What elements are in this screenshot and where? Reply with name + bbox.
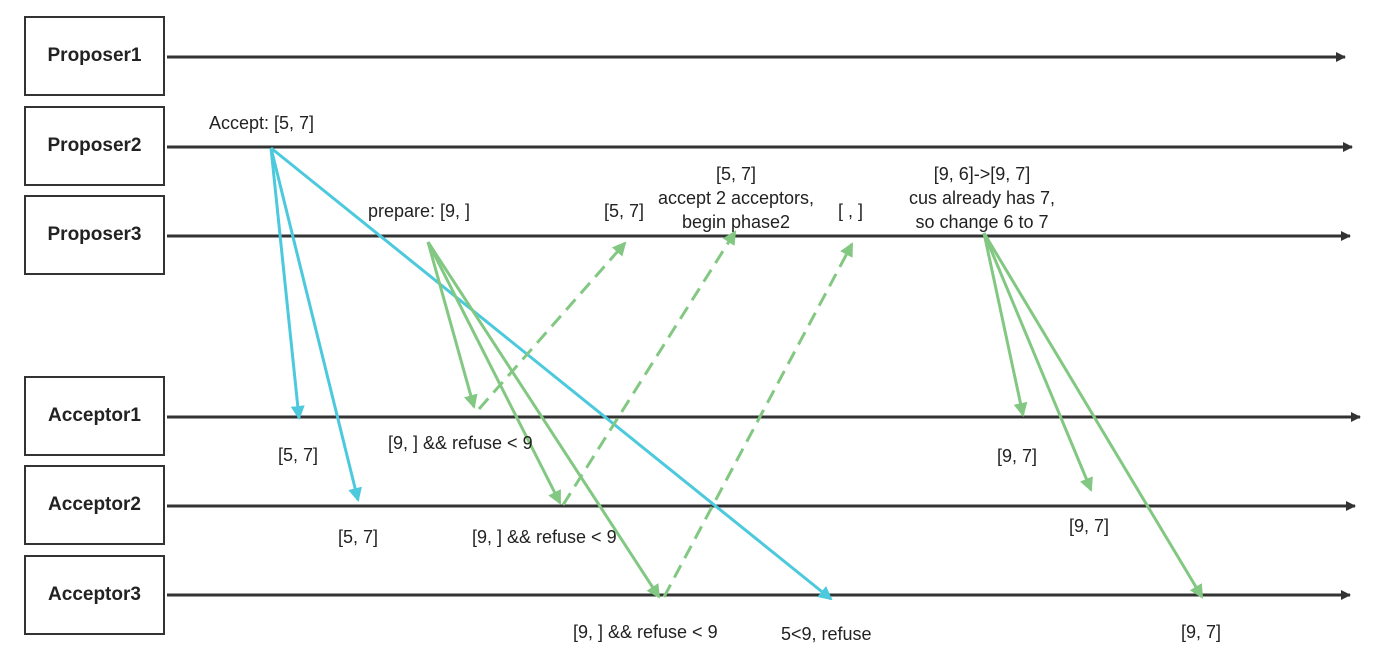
actor-acceptor2: Acceptor2 [24,465,165,545]
actor-proposer1: Proposer1 [24,16,165,96]
proposer3-reply1-label: [5, 7] [604,201,645,221]
phase2-arrow-to-acceptor3 [982,232,1204,599]
accept-arrow-to-acceptor2 [269,147,362,502]
actor-proposer3: Proposer3 [24,195,165,275]
acceptor1-accept-label: [5, 7] [278,445,319,465]
prepare-arrow-to-acceptor2 [426,241,562,505]
actor-acceptor3: Acceptor3 [24,555,165,635]
response-arrow-acceptor1 [477,241,627,410]
acceptor2-prepare-label: [9, ] && refuse < 9 [472,527,617,547]
acceptor2-accept-label: [5, 7] [338,527,379,547]
actor-proposer2: Proposer2 [24,106,165,186]
proposer3-reply2-label-line3: begin phase2 [681,212,791,232]
response-arrow-acceptor3 [662,242,854,598]
phase2-arrow-to-acceptor2 [982,232,1093,492]
acceptor1-final-label: [9, 7] [997,446,1038,466]
prepare-message-label: prepare: [9, ] [368,201,471,221]
acceptor3-refuse-label: 5<9, refuse [781,624,872,644]
proposer3-change-label-line2: cus already has 7, [908,188,1056,208]
acceptor3-prepare-label: [9, ] && refuse < 9 [573,622,718,642]
phase2-arrow-to-acceptor1 [982,232,1028,417]
accept-arrow-to-acceptor3 [270,146,833,601]
proposer3-reply3-label: [ , ] [838,201,864,221]
proposer3-change-label-line3: so change 6 to 7 [915,212,1049,232]
accept-message-label: Accept: [5, 7] [209,113,315,133]
prepare-arrow-to-acceptor3 [426,241,661,599]
acceptor1-prepare-label: [9, ] && refuse < 9 [388,433,533,453]
actor-acceptor1: Acceptor1 [24,376,165,456]
acceptor2-final-label: [9, 7] [1069,516,1110,536]
proposer3-reply2-label-line1: [5, 7] [715,164,757,184]
response-arrow-acceptor2 [561,230,737,506]
prepare-arrow-to-acceptor1 [426,241,478,409]
acceptor3-final-label: [9, 7] [1181,622,1222,642]
accept-arrow-to-acceptor1 [269,147,305,420]
proposer3-reply2-label-line2: accept 2 acceptors, [657,188,815,208]
proposer3-change-label-line1: [9, 6]->[9, 7] [933,164,1031,184]
